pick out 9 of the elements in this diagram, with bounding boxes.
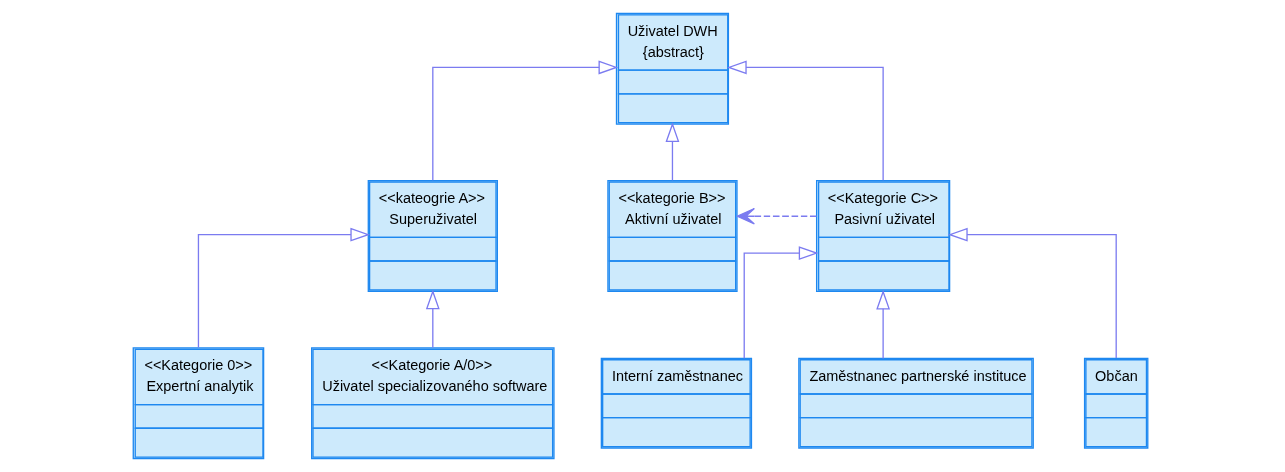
arrow	[432, 60, 619, 181]
arrow	[876, 289, 891, 360]
arrow	[726, 60, 884, 181]
arrow	[425, 289, 440, 349]
arrow	[736, 207, 818, 225]
arrow	[947, 227, 1117, 359]
arrow	[665, 122, 680, 181]
arrow	[197, 227, 371, 349]
arrow	[743, 246, 819, 359]
